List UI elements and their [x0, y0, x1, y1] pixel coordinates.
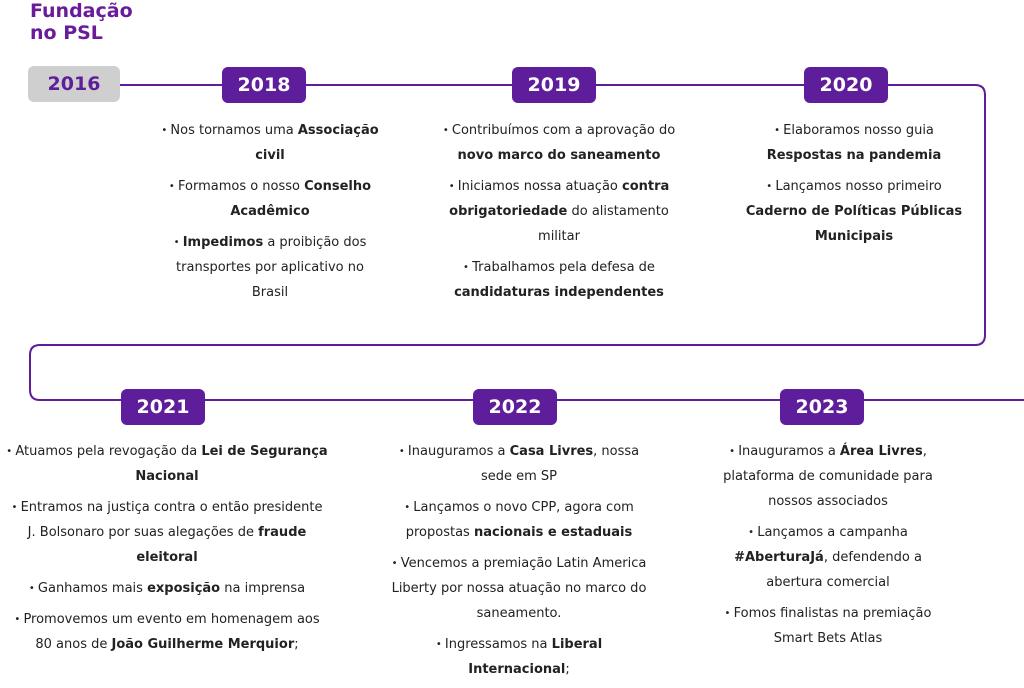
milestone-item: Vencemos a premiação Latin America Liber…	[383, 551, 655, 626]
title-line-2: no PSL	[30, 22, 103, 44]
year-badge-2022: 2022	[473, 389, 557, 425]
milestone-item: Elaboramos nosso guia Respostas na pande…	[744, 118, 964, 168]
milestone-text: ;	[294, 637, 299, 652]
milestone-item: Lançamos a campanha #AberturaJá, defende…	[716, 520, 940, 595]
milestone-text: Lançamos o novo CPP, agora com propostas	[405, 500, 634, 540]
milestone-text: , defendendo a abertura comercial	[766, 550, 922, 590]
milestone-item: Iniciamos nossa atuação contra obrigator…	[433, 174, 685, 249]
milestone-item: Contribuímos com a aprovação do novo mar…	[433, 118, 685, 168]
milestone-item: Fomos finalistas na premiação Smart Bets…	[716, 601, 940, 651]
milestones-2019: Contribuímos com a aprovação do novo mar…	[433, 118, 685, 311]
milestones-2020: Elaboramos nosso guia Respostas na pande…	[744, 118, 964, 255]
milestone-highlight: Respostas na pandemia	[766, 148, 942, 163]
milestone-text: ;	[565, 662, 570, 677]
milestones-2022: Inauguramos a Casa Livres, nossa sede em…	[383, 439, 655, 688]
milestone-item: Formamos o nosso Conselho Acadêmico	[160, 174, 380, 224]
milestone-item: Ingressamos na Liberal Internacional;	[383, 632, 655, 682]
milestone-highlight: João Guilherme Merquior	[111, 637, 295, 652]
milestone-highlight: Área Livres	[839, 444, 923, 459]
milestone-highlight: fraude eleitoral	[136, 525, 307, 565]
year-badge-2016: 2016	[28, 66, 120, 102]
milestone-text: Atuamos pela revogação da	[15, 444, 202, 459]
milestone-item: Entramos na justiça contra o então presi…	[6, 495, 328, 570]
milestone-text: do alistamento militar	[538, 204, 669, 244]
milestone-highlight: Casa Livres	[509, 444, 594, 459]
milestone-text: Iniciamos nossa atuação	[457, 179, 623, 194]
milestone-text: Nos tornamos uma	[170, 123, 298, 138]
milestone-item: Inauguramos a Área Livres, plataforma de…	[716, 439, 940, 514]
year-badge-2023: 2023	[780, 389, 864, 425]
milestone-text: , nossa sede em SP	[480, 444, 640, 484]
milestone-highlight: #AberturaJá	[734, 550, 824, 565]
milestone-item: Ganhamos mais exposição na imprensa	[6, 576, 328, 601]
year-badge-2020: 2020	[804, 67, 888, 103]
milestone-highlight: nacionais e estaduais	[473, 525, 633, 540]
year-badge-2019: 2019	[512, 67, 596, 103]
milestone-text: Ingressamos na	[444, 637, 552, 652]
milestone-text: Contribuímos com a aprovação do	[451, 123, 676, 138]
milestone-text: a proibição dos transportes por aplicati…	[176, 235, 367, 300]
milestone-item: Impedimos a proibição dos transportes po…	[160, 230, 380, 305]
milestone-text: Inauguramos a	[407, 444, 510, 459]
milestones-2023: Inauguramos a Área Livres, plataforma de…	[716, 439, 940, 657]
milestone-item: Inauguramos a Casa Livres, nossa sede em…	[383, 439, 655, 489]
milestone-item: Atuamos pela revogação da Lei de Seguran…	[6, 439, 328, 489]
milestone-text: Entramos na justiça contra o então presi…	[20, 500, 323, 540]
milestone-highlight: Lei de Segurança Nacional	[135, 444, 328, 484]
milestone-highlight: novo marco do saneamento	[457, 148, 661, 163]
milestone-item: Trabalhamos pela defesa de candidaturas …	[433, 255, 685, 305]
milestone-text: na imprensa	[220, 581, 306, 596]
milestone-text: Fomos finalistas na premiação Smart Bets…	[733, 606, 932, 646]
page-title: Fundação no PSL	[30, 0, 133, 44]
milestone-text: Lançamos a campanha	[757, 525, 908, 540]
milestones-2021: Atuamos pela revogação da Lei de Seguran…	[6, 439, 328, 663]
milestone-text: Inauguramos a	[738, 444, 840, 459]
milestone-item: Lançamos nosso primeiro Caderno de Polít…	[744, 174, 964, 249]
milestone-text: Trabalhamos pela defesa de	[472, 260, 655, 275]
milestone-highlight: Conselho Acadêmico	[230, 179, 372, 219]
timeline-line-top	[29, 84, 1024, 401]
milestone-item: Nos tornamos uma Associação civil	[160, 118, 380, 168]
milestone-text: , plataforma de comunidade para nossos a…	[723, 444, 933, 509]
milestone-highlight: Caderno de Políticas Públicas Municipais	[745, 204, 963, 244]
milestone-highlight: Associação civil	[255, 123, 379, 163]
milestone-highlight: candidaturas independentes	[454, 285, 664, 300]
milestone-text: Formamos o nosso	[177, 179, 305, 194]
milestone-highlight: exposição	[147, 581, 221, 596]
milestone-highlight: contra obrigatoriedade	[449, 179, 670, 219]
milestone-text: Promovemos um evento em homenagem aos 80…	[23, 612, 320, 652]
milestone-highlight: Impedimos	[182, 235, 264, 250]
milestone-highlight: Liberal Internacional	[468, 637, 603, 677]
milestone-item: Lançamos o novo CPP, agora com propostas…	[383, 495, 655, 545]
milestone-text: Lançamos nosso primeiro	[775, 179, 942, 194]
milestone-text: Elaboramos nosso guia	[783, 123, 934, 138]
milestone-item: Promovemos um evento em homenagem aos 80…	[6, 607, 328, 657]
milestones-2018: Nos tornamos uma Associação civilFormamo…	[160, 118, 380, 311]
milestone-text: Vencemos a premiação Latin America Liber…	[391, 556, 647, 621]
year-badge-2021: 2021	[121, 389, 205, 425]
year-badge-2018: 2018	[222, 67, 306, 103]
milestone-text: Ganhamos mais	[37, 581, 148, 596]
title-line-1: Fundação	[30, 0, 133, 22]
